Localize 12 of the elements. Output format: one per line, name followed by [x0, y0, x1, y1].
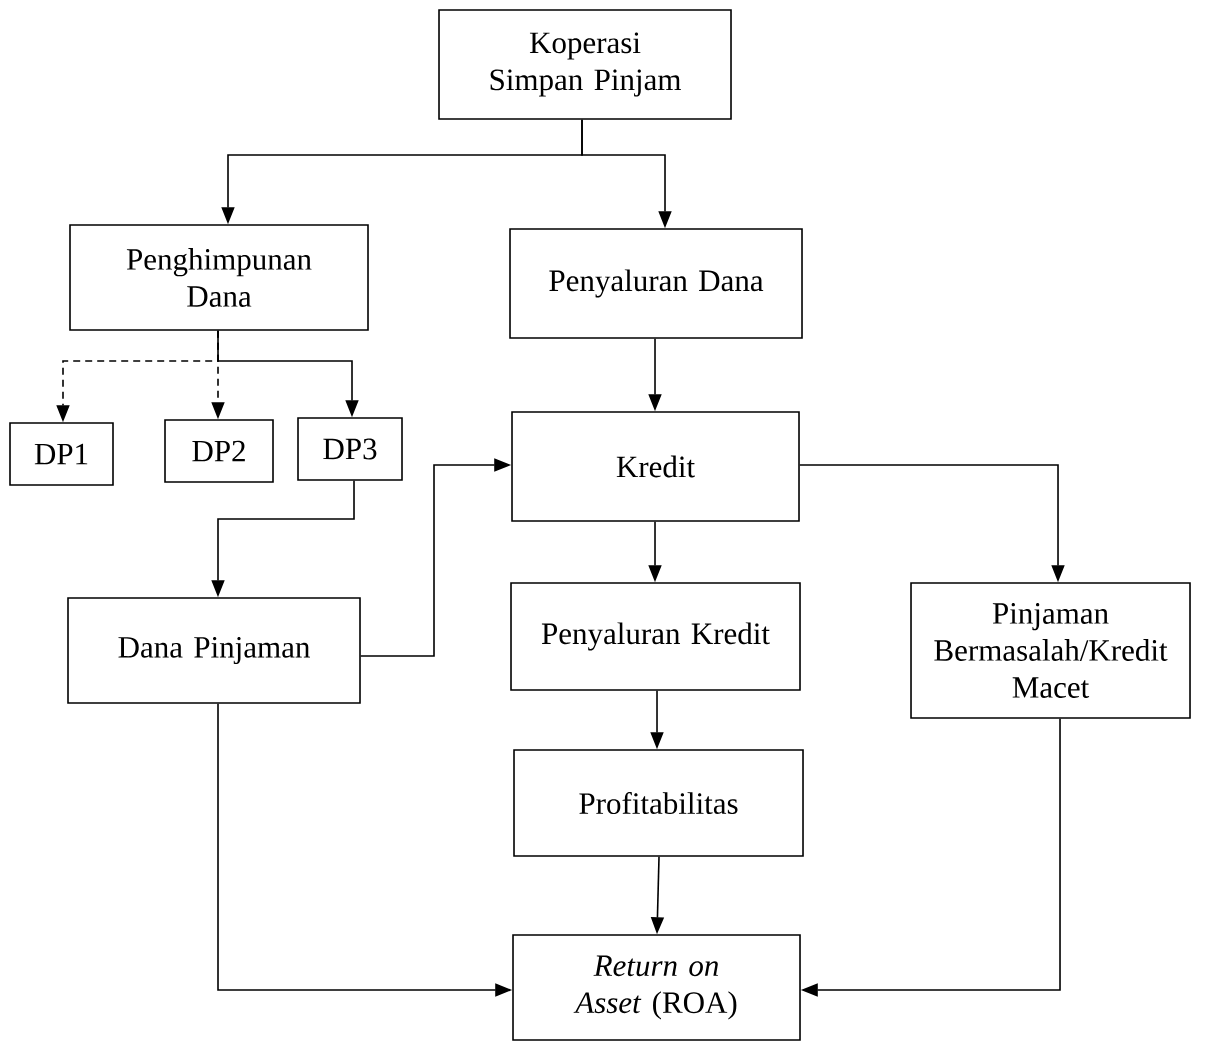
process-box: Penyaluran Kredit [510, 582, 801, 691]
process-box: Return on Asset (ROA) [512, 934, 801, 1041]
process-box: Penyaluran Dana [509, 228, 803, 339]
process-box: Koperasi Simpan Pinjam [438, 9, 732, 120]
process-box: Kredit [511, 411, 800, 522]
process-box: Penghimpunan Dana [69, 224, 369, 331]
process-box: Pinjaman Bermasalah/Kredit Macet [910, 582, 1191, 719]
process-box: DP1 [9, 422, 114, 486]
process-box: DP2 [164, 419, 274, 483]
process-box: Profitabilitas [513, 749, 804, 857]
process-box: Dana Pinjaman [67, 597, 361, 704]
process-box: DP3 [297, 417, 403, 481]
